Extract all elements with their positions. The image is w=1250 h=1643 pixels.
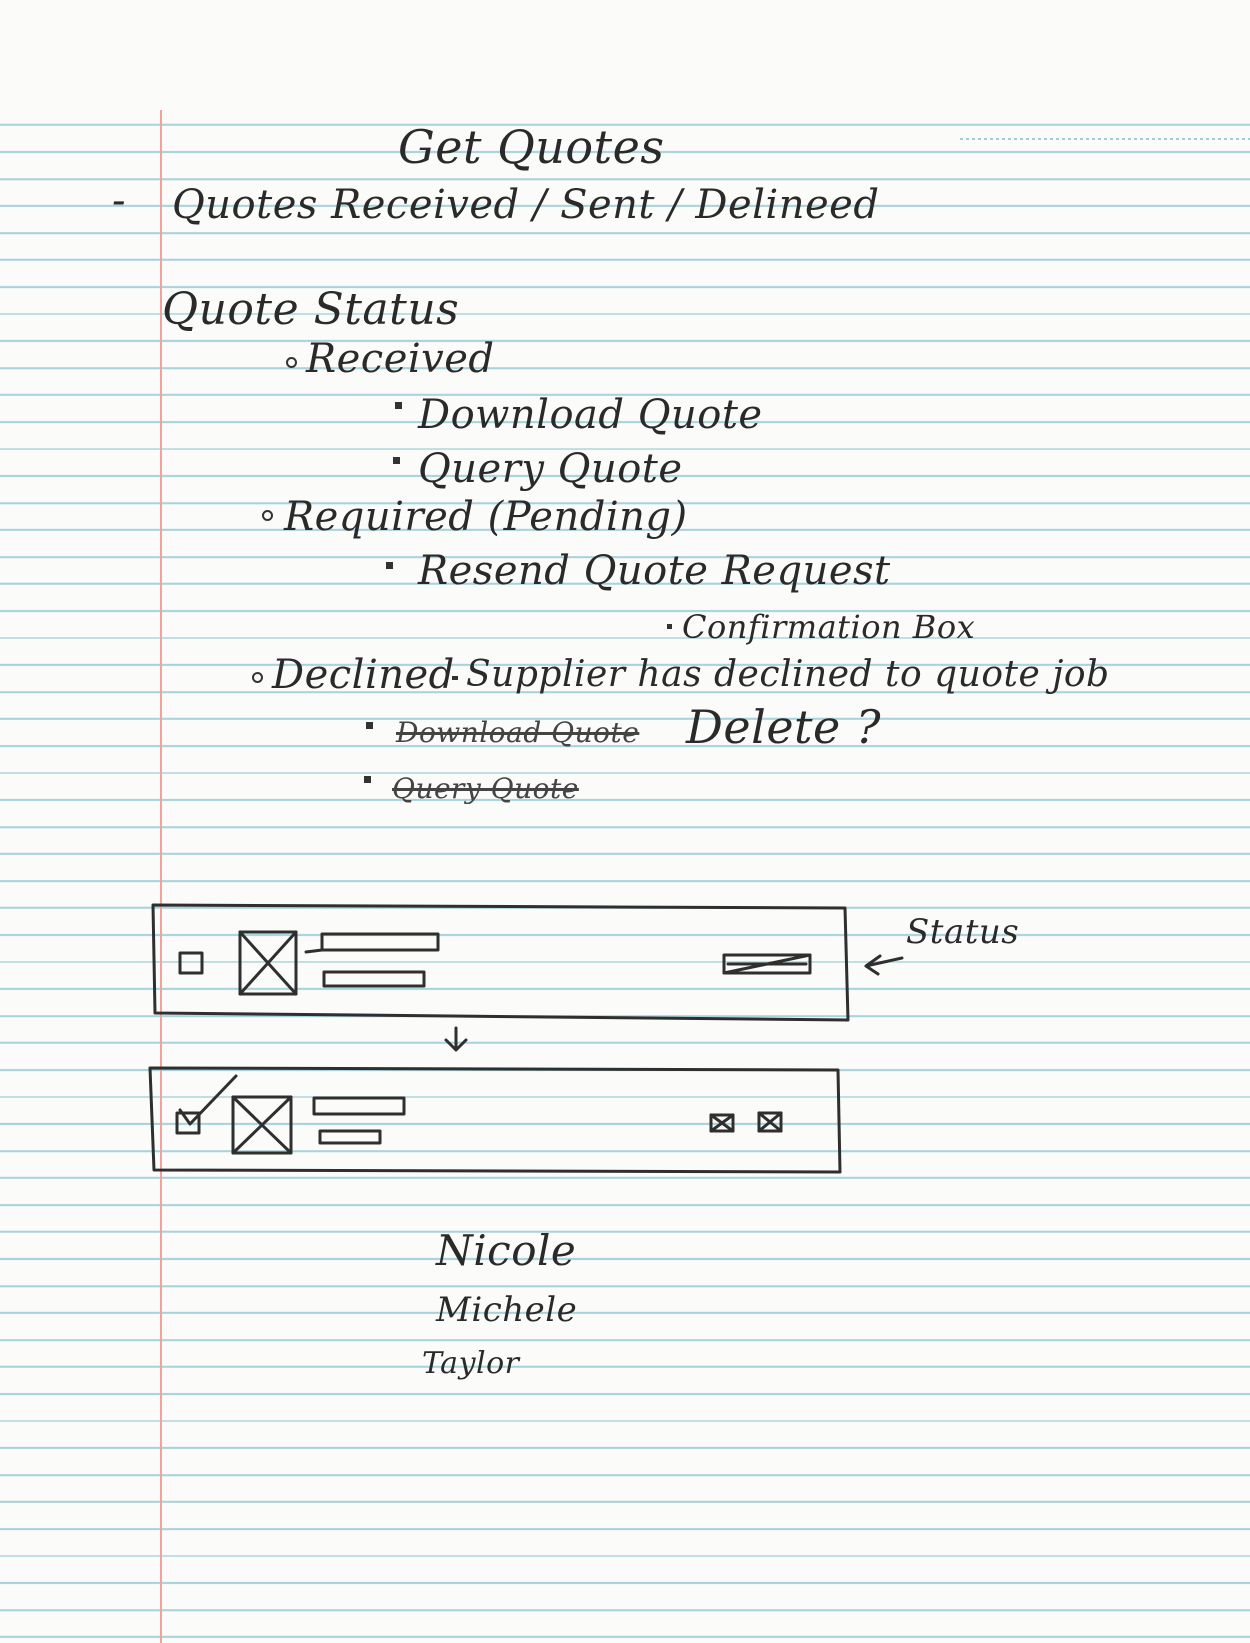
intro-dash: -	[112, 178, 127, 224]
intro-line: Quotes Received / Sent / Delineed	[172, 182, 880, 228]
required-sub-confirmation: Confirmation Box	[682, 608, 976, 646]
name-2: Michele	[436, 1290, 578, 1330]
row2-check-mark-icon	[178, 1074, 238, 1126]
declined-replacement-delete: Delete ?	[686, 700, 882, 754]
received-item-download: Download Quote	[418, 392, 763, 438]
row1-text-line-2	[322, 970, 426, 988]
row1-connector	[304, 948, 324, 954]
name-3: Taylor	[422, 1346, 520, 1381]
bullet-required	[262, 510, 273, 521]
bullet-download-quote	[395, 402, 402, 409]
declined-note: Supplier has declined to quote job	[466, 654, 1110, 695]
status-annotation: Status	[906, 912, 1020, 952]
status-declined-label: Declined	[272, 652, 455, 698]
paper-top-dotted-rule	[960, 138, 1250, 140]
row2-text-line-2	[318, 1129, 382, 1145]
row2-action-icon-2	[757, 1111, 783, 1133]
row2-checkbox-icon	[175, 1111, 201, 1135]
required-action-resend: Resend Quote Request	[418, 548, 891, 594]
row1-checkbox-icon	[178, 951, 204, 975]
section-heading: Quote Status	[162, 284, 460, 335]
paper-top-blank	[0, 0, 1250, 110]
bullet-declined-struck-1	[366, 722, 373, 729]
row2-text-line-1	[312, 1096, 406, 1116]
bullet-confirmation	[667, 624, 672, 629]
bullet-declined	[252, 672, 263, 683]
row1-frame	[151, 903, 850, 1022]
notebook-margin-line	[160, 0, 162, 1643]
row2-frame	[148, 1066, 842, 1174]
bullet-resend	[386, 562, 393, 569]
received-item-query: Query Quote	[418, 446, 683, 492]
status-received-label: Received	[306, 336, 495, 382]
status-arrow-icon	[864, 954, 904, 976]
row2-action-icon-1	[709, 1113, 735, 1133]
name-1: Nicole	[436, 1226, 577, 1275]
row1-text-line-1	[320, 932, 440, 952]
row2-image-placeholder-icon	[231, 1095, 293, 1155]
bullet-received	[286, 357, 297, 368]
declined-struck-query: Query Quote	[392, 772, 579, 805]
row1-status-badge-icon	[722, 953, 812, 975]
status-required-label: Required (Pending)	[284, 494, 688, 540]
bullet-declined-note	[452, 676, 458, 680]
row1-image-placeholder-icon	[238, 930, 298, 996]
bullet-declined-struck-2	[364, 776, 371, 783]
bullet-query-quote	[393, 457, 400, 464]
page-title: Get Quotes	[398, 120, 665, 174]
down-arrow-icon	[444, 1026, 468, 1052]
declined-struck-download: Download Quote	[396, 716, 640, 749]
